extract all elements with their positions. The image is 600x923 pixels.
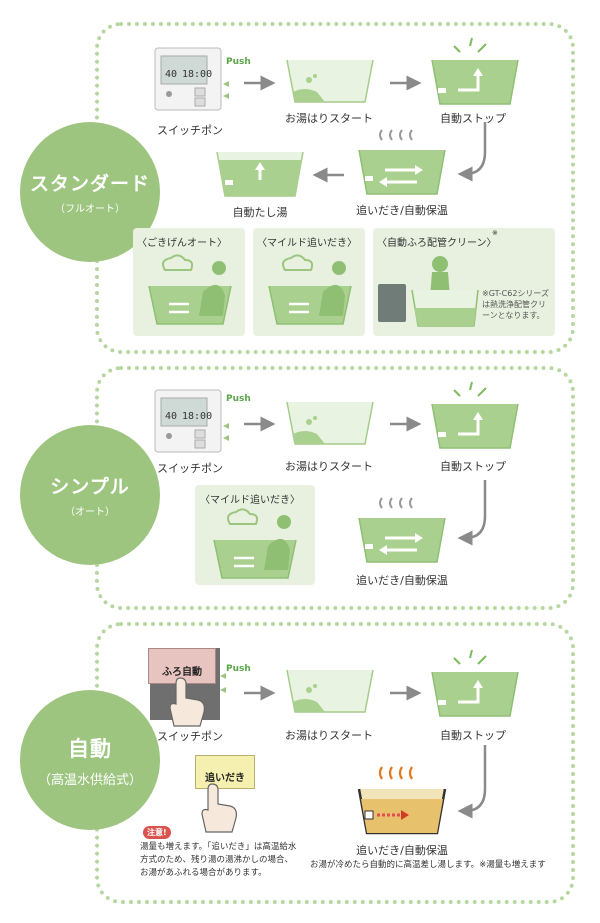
tub-topup-icon xyxy=(216,151,304,197)
standard-subtitle: （フルオート） xyxy=(55,204,125,215)
push-label: Push xyxy=(226,57,251,67)
auto-subtitle: （高温水供給式） xyxy=(37,772,142,788)
tub-stop-icon xyxy=(431,649,519,717)
reheat-label: 追いだき/自動保温 xyxy=(356,574,448,587)
simple-badge: シンプル （オート） xyxy=(20,425,160,565)
bath-person-icon xyxy=(213,508,297,579)
tub-filling-icon xyxy=(286,59,374,103)
topup-label: 自動たし湯 xyxy=(232,206,288,219)
stop-label: 自動ストップ xyxy=(440,729,506,742)
remote-time: 18:00 xyxy=(182,69,212,80)
mode-mild-label: 〈マイルド追いだき〉 xyxy=(257,238,357,249)
arrow-icon xyxy=(390,416,422,432)
bath-person-icon xyxy=(148,254,232,325)
push-label: Push xyxy=(226,394,251,404)
mode-clean-label: 〈自動ふろ配管クリーン〉 xyxy=(377,238,497,249)
remote-control-icon: 40 18:00 xyxy=(154,47,229,111)
caution-line-1: 湯量も増えます。「追いだき」は高温給水 xyxy=(140,842,297,852)
standard-title: スタンダード xyxy=(29,173,150,195)
caution-line-2: 方式のため、残り湯の湯沸かしの場合、 xyxy=(140,855,294,865)
hand-pointer-icon xyxy=(169,677,205,727)
fill-label: お湯はりスタート xyxy=(285,460,373,473)
remote-temp: 40 xyxy=(165,411,177,422)
tub-stop-icon xyxy=(431,381,519,449)
mode-clean-note: ※GT-C62シリーズは熱洗浄配管クリーンとなります。 xyxy=(482,289,550,320)
reheat-note: お湯が冷めたら自動的に高温差し湯します。※湯量も増えます xyxy=(310,860,546,870)
curved-arrow-icon xyxy=(457,745,487,819)
tub-hot-reheat-icon xyxy=(357,766,447,835)
auto-badge: 自動 （高温水供給式） xyxy=(20,690,160,830)
auto-title: 自動 xyxy=(68,736,112,761)
fill-label: お湯はりスタート xyxy=(285,112,373,125)
simple-title: シンプル xyxy=(50,476,130,498)
tub-reheat-icon xyxy=(358,129,446,195)
tub-filling-icon xyxy=(286,401,374,445)
caution-badge: 注意! xyxy=(143,826,171,839)
oidaki-button[interactable]: 追いだき xyxy=(195,755,255,789)
arrow-icon xyxy=(390,75,422,91)
mode-mild-label: 〈マイルド追いだき〉 xyxy=(200,495,300,506)
switch-label: スイッチポン xyxy=(157,730,223,743)
push-label: Push xyxy=(226,664,251,674)
hand-pointer-icon xyxy=(201,783,237,833)
remote-control-icon: 40 18:00 xyxy=(154,389,229,453)
tub-stop-icon xyxy=(431,37,519,105)
switch-label: スイッチポン xyxy=(157,124,223,137)
stop-label: 自動ストップ xyxy=(440,112,506,125)
bath-person-icon xyxy=(268,254,352,325)
caution-line-3: お湯があふれる場合があります。 xyxy=(140,868,267,878)
push-indicator-icon xyxy=(220,673,226,693)
remote-temp: 40 xyxy=(165,69,177,80)
mode-clean-mark: ※ xyxy=(492,229,498,237)
arrow-icon xyxy=(244,416,276,432)
curved-arrow-icon xyxy=(457,480,487,546)
tub-reheat-icon xyxy=(358,497,446,563)
switch-label: スイッチポン xyxy=(157,462,223,475)
bath-cleaning-icon xyxy=(378,256,479,327)
reheat-label: 追いだき/自動保温 xyxy=(356,204,448,217)
reheat-label: 追いだき/自動保温 xyxy=(356,844,448,857)
tub-filling-icon xyxy=(286,669,374,713)
arrow-icon xyxy=(312,167,344,183)
arrow-icon xyxy=(244,685,276,701)
simple-subtitle: （オート） xyxy=(65,507,115,518)
arrow-icon xyxy=(390,685,422,701)
stop-label: 自動ストップ xyxy=(440,460,506,473)
curved-arrow-icon xyxy=(457,122,487,182)
mode-gokigen-label: 〈ごきげんオート〉 xyxy=(137,238,227,249)
remote-time: 18:00 xyxy=(182,411,212,422)
arrow-icon xyxy=(244,75,276,91)
fill-label: お湯はりスタート xyxy=(285,729,373,742)
